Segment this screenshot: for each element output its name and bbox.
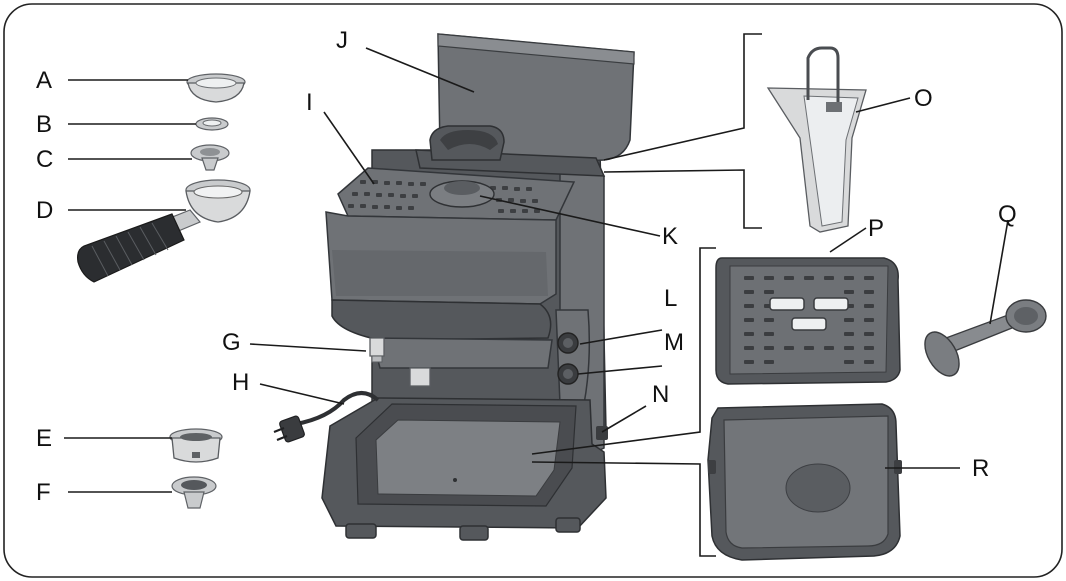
label-h: H <box>232 369 249 396</box>
spout-insert-f <box>171 476 217 509</box>
label-e: E <box>36 425 52 452</box>
label-p: P <box>868 215 884 242</box>
portafilter-d <box>77 179 251 283</box>
espresso-machine <box>321 33 635 541</box>
part-labels: A B C D E F G H I J K L M N O P Q R <box>36 27 1017 506</box>
label-a: A <box>36 67 52 94</box>
label-f: F <box>36 479 51 506</box>
drip-grate-p <box>715 257 901 385</box>
leader-lines <box>64 33 1009 557</box>
label-c: C <box>36 146 53 173</box>
label-g: G <box>222 329 241 356</box>
label-b: B <box>36 111 52 138</box>
tamper-q <box>924 299 1047 377</box>
label-i: I <box>306 89 313 116</box>
label-n: N <box>652 381 669 408</box>
crema-disc-c <box>190 144 230 171</box>
top-grate-holes <box>348 180 540 213</box>
filter-basket-a <box>186 73 246 103</box>
label-k: K <box>662 223 678 250</box>
label-d: D <box>36 197 53 224</box>
power-cord-h <box>273 391 380 443</box>
filter-insert-b <box>195 117 229 131</box>
label-m: M <box>664 329 684 356</box>
label-q: Q <box>998 201 1017 228</box>
filter-holder-e <box>169 428 223 463</box>
water-tank-o <box>766 46 867 233</box>
label-l: L <box>664 285 677 312</box>
label-j: J <box>336 27 348 54</box>
drip-tray-r <box>707 403 902 561</box>
label-o: O <box>914 85 933 112</box>
grate-slots <box>744 276 874 364</box>
label-r: R <box>972 455 989 482</box>
